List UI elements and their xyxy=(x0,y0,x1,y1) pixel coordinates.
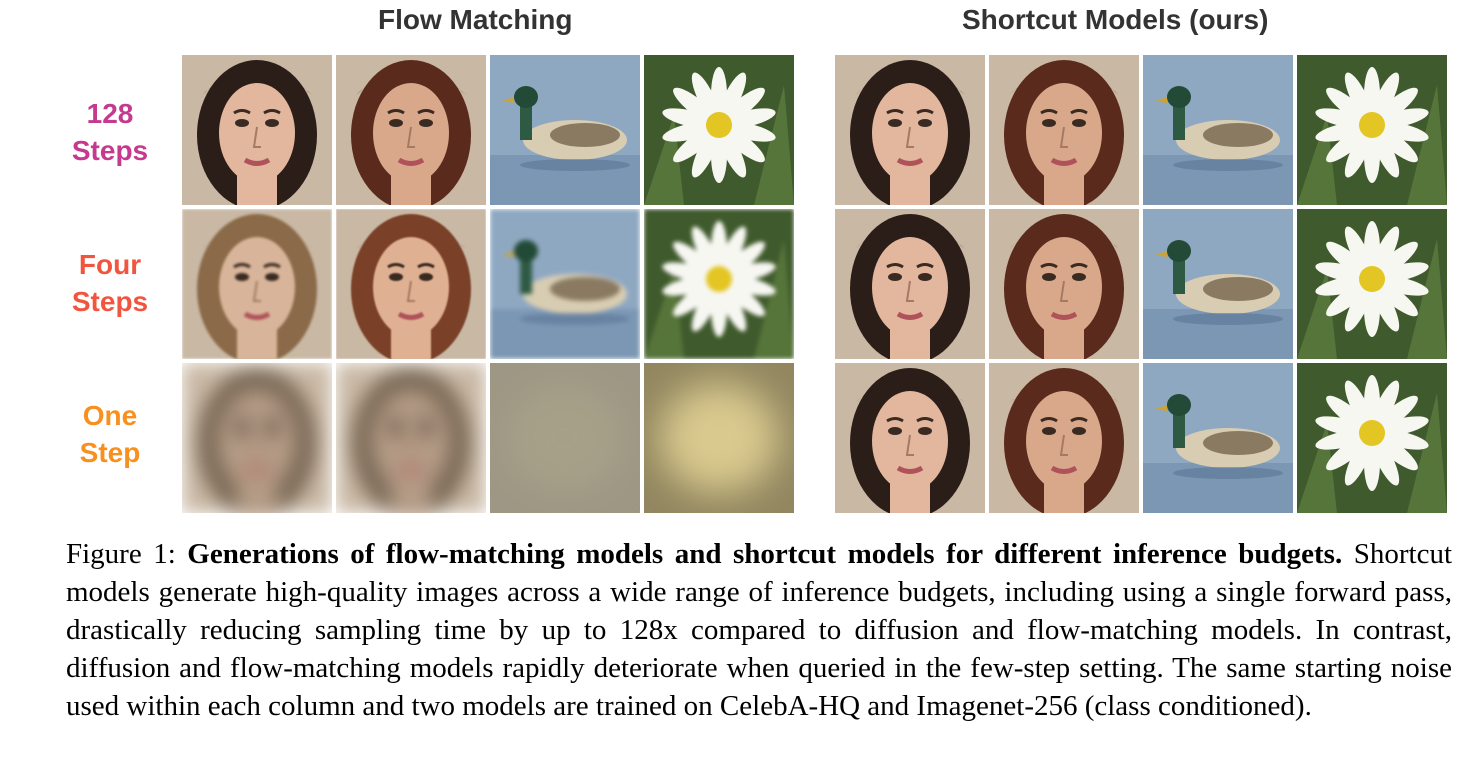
blur-yellow-image xyxy=(644,363,794,513)
duck-image xyxy=(490,55,640,205)
shortcut-image-r1-c3 xyxy=(1143,55,1293,205)
shortcut-image-r2-c4 xyxy=(1297,209,1447,359)
flow-matching-image-r3-c3 xyxy=(490,363,640,513)
caption-body: Shortcut models generate high-quality im… xyxy=(66,538,1453,722)
flow-matching-title: Flow Matching xyxy=(378,4,573,35)
face-brown-hair-image xyxy=(336,55,486,205)
face-blonde-blurry-image xyxy=(182,209,332,359)
shortcut-models-title: Shortcut Models (ours) xyxy=(962,4,1269,35)
flow-matching-image-r1-c2 xyxy=(336,55,486,205)
duck-image xyxy=(1143,363,1293,513)
shortcut-image-r2-c2 xyxy=(989,209,1139,359)
face-very-blurry-image xyxy=(336,363,486,513)
shortcut-image-r2-c3 xyxy=(1143,209,1293,359)
daisy-image xyxy=(1297,209,1447,359)
flow-matching-image-r2-c2 xyxy=(336,209,486,359)
flow-matching-image-r1-c3 xyxy=(490,55,640,205)
flow-matching-image-grid xyxy=(182,55,794,513)
flow-matching-image-r1-c1 xyxy=(182,55,332,205)
daisy-image xyxy=(1297,55,1447,205)
face-brown-hair-image xyxy=(989,55,1139,205)
blur-gray-image xyxy=(490,363,640,513)
face-dark-hair-image xyxy=(835,209,985,359)
face-dark-hair-image xyxy=(182,55,332,205)
shortcut-image-r3-c2 xyxy=(989,363,1139,513)
face-dark-hair-image xyxy=(835,363,985,513)
shortcut-image-r1-c4 xyxy=(1297,55,1447,205)
daisy-blurry-image xyxy=(644,209,794,359)
figure-caption: Figure 1: Generations of flow-matching m… xyxy=(66,535,1452,725)
flow-matching-image-r2-c1 xyxy=(182,209,332,359)
duck-image xyxy=(1143,209,1293,359)
face-brown-hair-image xyxy=(989,363,1139,513)
face-auburn-image xyxy=(336,209,486,359)
flow-matching-image-r1-c4 xyxy=(644,55,794,205)
flow-matching-image-r3-c4 xyxy=(644,363,794,513)
flow-matching-image-r3-c1 xyxy=(182,363,332,513)
shortcut-image-r1-c2 xyxy=(989,55,1139,205)
caption-bold-title: Generations of flow-matching models and … xyxy=(187,538,1343,570)
flow-matching-image-r3-c2 xyxy=(336,363,486,513)
flow-matching-image-r2-c3 xyxy=(490,209,640,359)
shortcut-image-r3-c4 xyxy=(1297,363,1447,513)
shortcut-image-r2-c1 xyxy=(835,209,985,359)
face-brown-hair-image xyxy=(989,209,1139,359)
caption-label: Figure 1: xyxy=(66,538,176,570)
shortcut-image-r1-c1 xyxy=(835,55,985,205)
shortcut-image-r3-c3 xyxy=(1143,363,1293,513)
face-very-blurry-image xyxy=(182,363,332,513)
shortcut-image-r3-c1 xyxy=(835,363,985,513)
duck-image xyxy=(1143,55,1293,205)
duck-blurry-image xyxy=(490,209,640,359)
daisy-image xyxy=(1297,363,1447,513)
daisy-image xyxy=(644,55,794,205)
shortcut-models-image-grid xyxy=(835,55,1447,513)
flow-matching-image-r2-c4 xyxy=(644,209,794,359)
face-dark-hair-image xyxy=(835,55,985,205)
